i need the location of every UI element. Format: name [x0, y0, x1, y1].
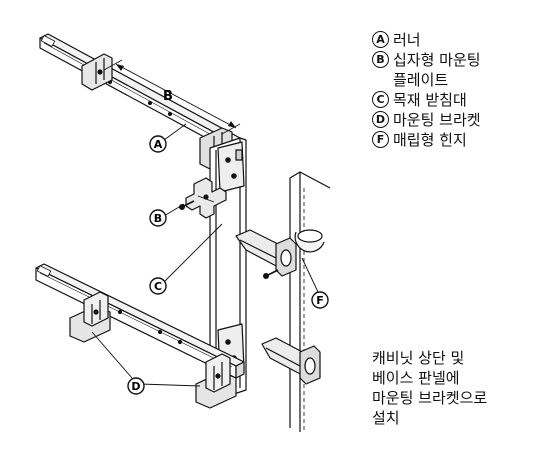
legend-item-d: D 마운팅 브라켓: [372, 110, 547, 130]
bottom-rear-bracket: [69, 291, 111, 343]
callout-d: D: [131, 380, 140, 393]
lower-hinge: [261, 337, 321, 385]
legend-item-a: A 러너: [372, 30, 547, 50]
dimension-b: [103, 59, 241, 135]
callout-f: F: [316, 294, 324, 307]
top-rear-bracket: [81, 53, 113, 91]
legend-badge: B: [372, 51, 389, 68]
callout-c: C: [154, 280, 162, 293]
parts-legend: A 러너 B 십자형 마운팅 플레이트 C 목재 받침대 D 마운팅 브라켓 F…: [372, 30, 547, 150]
callout-a: A: [154, 138, 163, 151]
installation-note: 캐비닛 상단 및 베이스 판넬에 마운팅 브라켓으로 설치: [372, 349, 488, 427]
legend-badge: D: [372, 111, 389, 128]
legend-item-c: C 목재 받침대: [372, 90, 547, 110]
cross-mounting-plate: [185, 177, 227, 219]
legend-item-f: F 매립형 힌지: [372, 130, 547, 150]
legend-badge: C: [372, 91, 389, 108]
bottom-front-bracket: [195, 353, 237, 409]
legend-label: 매립형 힌지: [393, 131, 467, 149]
legend-item-b: B 십자형 마운팅 플레이트: [372, 50, 547, 90]
legend-label: 목재 받침대: [393, 91, 467, 109]
cabinet-side-panel: [289, 171, 331, 432]
dimension-label: B: [163, 89, 173, 104]
callout-circles: [127, 135, 329, 395]
hinge-screw: [263, 269, 279, 280]
legend-badge: A: [372, 31, 389, 48]
legend-label: 마운팅 브라켓: [393, 111, 481, 129]
bottom-runner: [35, 263, 245, 379]
legend-label: 러너: [393, 31, 421, 49]
legend-label: 십자형 마운팅 플레이트: [393, 51, 481, 89]
upper-hinge: [235, 229, 297, 277]
leader-lines: [91, 123, 319, 387]
callout-b: B: [154, 212, 162, 225]
legend-badge: F: [372, 131, 389, 148]
